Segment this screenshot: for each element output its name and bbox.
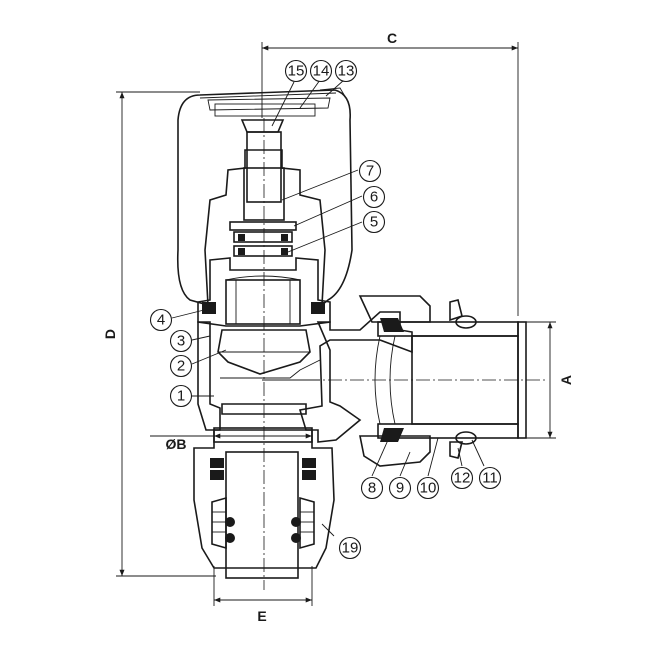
svg-text:8: 8 <box>368 480 376 497</box>
valve-disc <box>217 329 311 375</box>
svg-text:11: 11 <box>482 470 498 487</box>
svg-text:10: 10 <box>420 480 437 497</box>
svg-text:19: 19 <box>342 540 359 557</box>
dim-a-label: A <box>558 375 574 385</box>
callout-8: 8 <box>360 476 384 500</box>
outlet-tailpiece <box>262 295 548 467</box>
callout-9: 9 <box>388 476 412 500</box>
callout-12: 12 <box>450 466 474 490</box>
svg-text:14: 14 <box>313 63 330 80</box>
callout-19: 19 <box>338 536 362 560</box>
svg-text:1: 1 <box>177 388 185 405</box>
callout-3: 3 <box>169 329 193 353</box>
callout-4: 4 <box>149 308 173 332</box>
svg-text:9: 9 <box>396 480 404 497</box>
dimension-lines <box>116 42 556 606</box>
svg-text:5: 5 <box>370 214 378 231</box>
svg-text:7: 7 <box>366 163 374 180</box>
svg-text:2: 2 <box>177 358 185 375</box>
spindle <box>229 118 297 590</box>
callout-1: 1 <box>169 384 193 408</box>
handwheel-cap <box>176 87 353 307</box>
compression-fitting <box>193 427 335 579</box>
dim-b-label: ØB <box>166 436 187 452</box>
callout-11: 11 <box>478 466 502 490</box>
svg-text:15: 15 <box>288 63 305 80</box>
svg-text:6: 6 <box>370 189 378 206</box>
callouts: 1 2 3 4 5 6 7 8 <box>149 59 502 560</box>
dim-e-label: E <box>257 608 266 624</box>
svg-text:12: 12 <box>454 470 471 487</box>
callout-14: 14 <box>309 59 333 83</box>
leader-lines <box>171 79 485 537</box>
callout-2: 2 <box>169 354 193 378</box>
callout-5: 5 <box>362 210 386 234</box>
callout-13: 13 <box>334 59 358 83</box>
dimension-labels: C D A ØB E <box>102 30 574 624</box>
dim-d-label: D <box>102 329 118 339</box>
bonnet <box>197 257 331 327</box>
svg-text:13: 13 <box>338 63 355 80</box>
callout-10: 10 <box>416 476 440 500</box>
dim-c-label: C <box>387 30 397 46</box>
svg-text:3: 3 <box>177 333 185 350</box>
svg-text:4: 4 <box>157 312 165 329</box>
callout-15: 15 <box>284 59 308 83</box>
callout-6: 6 <box>362 185 386 209</box>
callout-7: 7 <box>358 159 382 183</box>
